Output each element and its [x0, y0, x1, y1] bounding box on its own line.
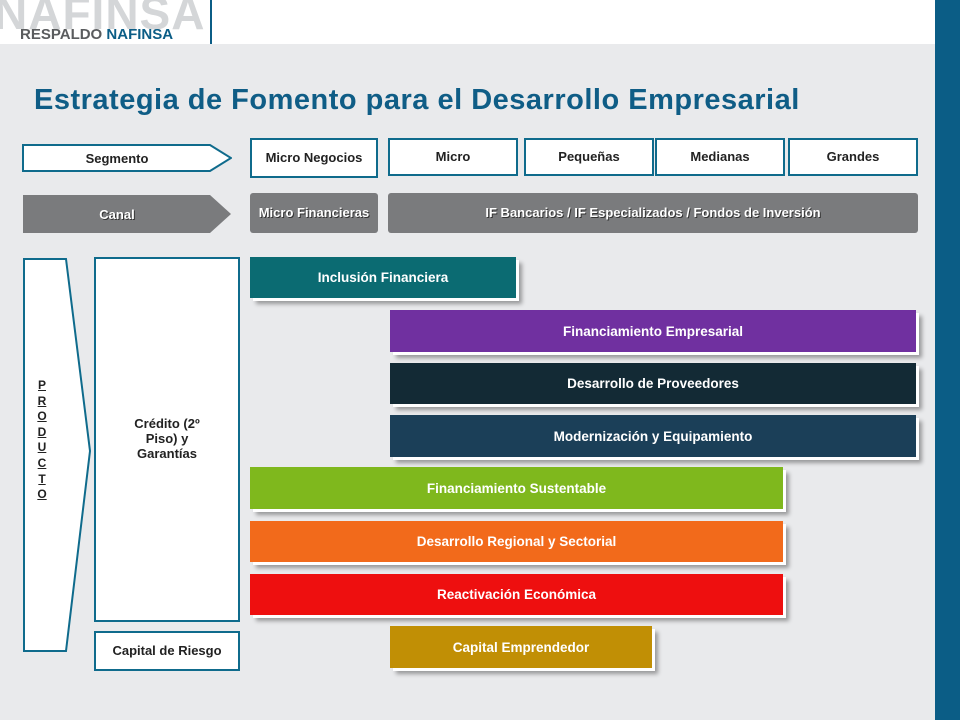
tagline-prefix: RESPALDO — [20, 26, 107, 43]
producto-arrow-shape — [23, 258, 92, 652]
medianas-box: Medianas — [655, 138, 785, 176]
capital-riesgo-box: Capital de Riesgo — [94, 631, 240, 671]
micro-negocios-box: Micro Negocios — [250, 138, 378, 178]
desarrollo-regional-sectorial-bar: Desarrollo Regional y Sectorial — [250, 521, 783, 562]
producto-letter: T — [38, 471, 46, 486]
inclusion-financiera-bar: Inclusión Financiera — [250, 257, 516, 298]
producto-letter: O — [37, 487, 47, 502]
producto-letter: C — [37, 455, 47, 470]
desarrollo-proveedores-bar: Desarrollo de Proveedores — [390, 363, 916, 404]
financiamiento-empresarial-bar: Financiamiento Empresarial — [390, 310, 916, 352]
tagline-brand: NAFINSA — [106, 26, 174, 43]
producto-letter: O — [37, 409, 47, 424]
right-accent-bar — [935, 0, 960, 720]
capital-emprendedor-bar: Capital Emprendedor — [390, 626, 652, 668]
segmento-arrow: Segmento — [22, 137, 232, 179]
micro-box: Micro — [388, 138, 518, 176]
producto-label: P R O D U C T O — [28, 378, 56, 503]
micro-financieras-box: Micro Financieras — [250, 193, 378, 233]
producto-letter: D — [37, 424, 47, 439]
canal-arrow: Canal — [22, 193, 232, 235]
segmento-arrow-shape — [22, 144, 232, 172]
credito-box: Crédito (2º Piso) y Garantías — [94, 257, 240, 622]
segmento-label: Segmento — [85, 150, 149, 166]
page-title: Estrategia de Fomento para el Desarrollo… — [34, 84, 800, 116]
if-bancarios-box: IF Bancarios / IF Especializados / Fondo… — [388, 193, 918, 233]
grandes-box: Grandes — [788, 138, 918, 176]
canal-label: Canal — [99, 206, 135, 222]
header-logo-panel — [0, 0, 212, 44]
producto-letter: P — [37, 378, 46, 392]
producto-letter: U — [37, 440, 47, 455]
producto-arrow — [22, 235, 94, 657]
producto-letter: R — [37, 393, 47, 408]
reactivacion-economica-bar: Reactivación Económica — [250, 574, 783, 615]
pequenas-box: Pequeñas — [524, 138, 654, 176]
financiamiento-sustentable-bar: Financiamiento Sustentable — [250, 467, 783, 509]
nafinsa-logo: NAFINSA — [0, 0, 206, 39]
modernizacion-equipamiento-bar: Modernización y Equipamiento — [390, 415, 916, 457]
brand-tagline: RESPALDO NAFINSA — [20, 26, 173, 43]
canal-arrow-shape — [23, 195, 231, 233]
